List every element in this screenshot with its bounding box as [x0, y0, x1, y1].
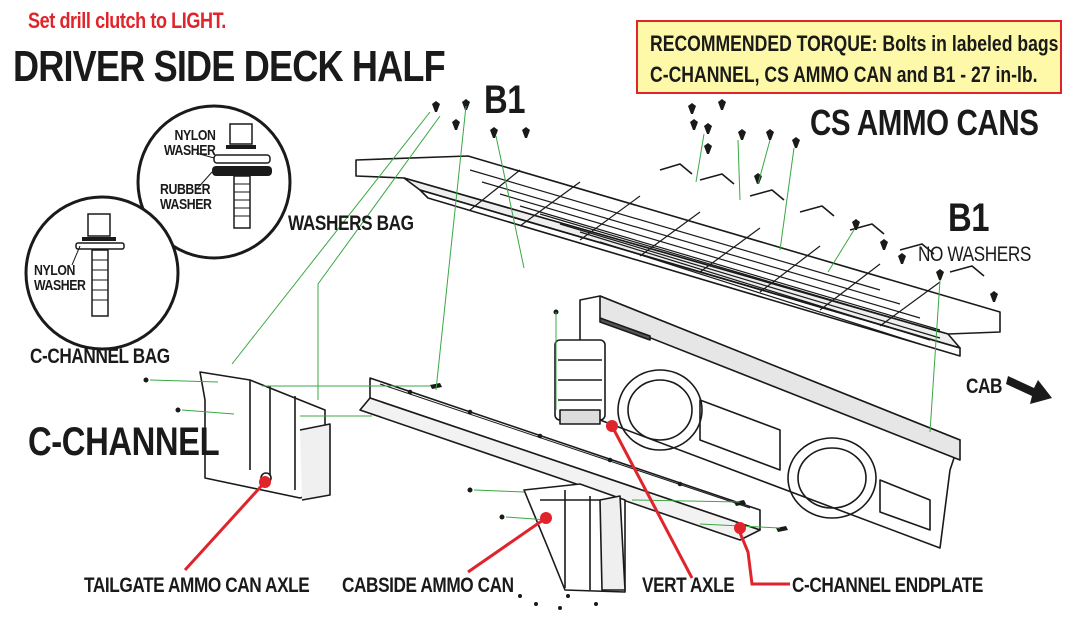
torque-box: RECOMMENDED TORQUE: Bolts in labeled bag… — [636, 20, 1062, 94]
leader-lines — [149, 105, 941, 529]
callout-lines — [183, 425, 790, 586]
washer-detail-circle-1 — [136, 104, 292, 260]
label-c-channel: C-CHANNEL — [28, 420, 220, 464]
callout-dot-cabside — [540, 512, 552, 524]
torque-line-1: RECOMMENDED TORQUE: Bolts in labeled bag… — [650, 31, 1058, 57]
label-nylon-washer-1: NYLON WASHER — [164, 127, 216, 159]
deck-grid-panel — [355, 155, 1001, 357]
label-b1-right: B1 — [948, 196, 990, 240]
cs-ammo-can-housing — [554, 295, 961, 549]
label-rubber-washer: RUBBER WASHER — [160, 181, 212, 213]
torque-heading: RECOMMENDED TORQUE: — [650, 31, 878, 56]
cabside-ammo-can-small — [523, 483, 626, 593]
label-nylon-washer-2: NYLON WASHER — [34, 262, 86, 294]
label-cabside-ammo-can: CABSIDE AMMO CAN — [342, 574, 514, 597]
torque-line-2: C-CHANNEL, CS AMMO CAN and B1 - 27 in-lb… — [650, 62, 1038, 87]
label-vert-axle: VERT AXLE — [642, 574, 735, 597]
washer-pointers — [71, 152, 215, 266]
label-cs-ammo-cans: CS AMMO CANS — [810, 102, 1039, 143]
callout-dot-tailgate — [259, 476, 271, 488]
label-no-washers: NO WASHERS — [918, 243, 1031, 266]
label-c-channel-endplate: C-CHANNEL ENDPLATE — [792, 574, 983, 597]
cab-arrow-icon — [1006, 376, 1052, 404]
label-c-channel-bag: C-CHANNEL BAG — [30, 345, 170, 368]
label-tailgate-ammo-can-axle: TAILGATE AMMO CAN AXLE — [84, 574, 310, 597]
label-washers-bag: WASHERS BAG — [288, 212, 414, 235]
page-title: DRIVER SIDE DECK HALF — [13, 42, 446, 91]
drill-clutch-instruction: Set drill clutch to LIGHT. — [28, 8, 226, 33]
tailgate-ammo-can — [199, 371, 331, 501]
callout-dot-vert-axle — [606, 420, 618, 432]
c-channel-rail — [359, 377, 761, 541]
washer-detail-circle-2 — [24, 195, 180, 351]
torque-line-1-rest: Bolts in labeled bags — [877, 31, 1059, 56]
label-cab: CAB — [966, 375, 1003, 398]
bolts — [143, 99, 998, 610]
label-b1-top: B1 — [484, 78, 526, 122]
callout-dot-endplate — [734, 522, 746, 534]
